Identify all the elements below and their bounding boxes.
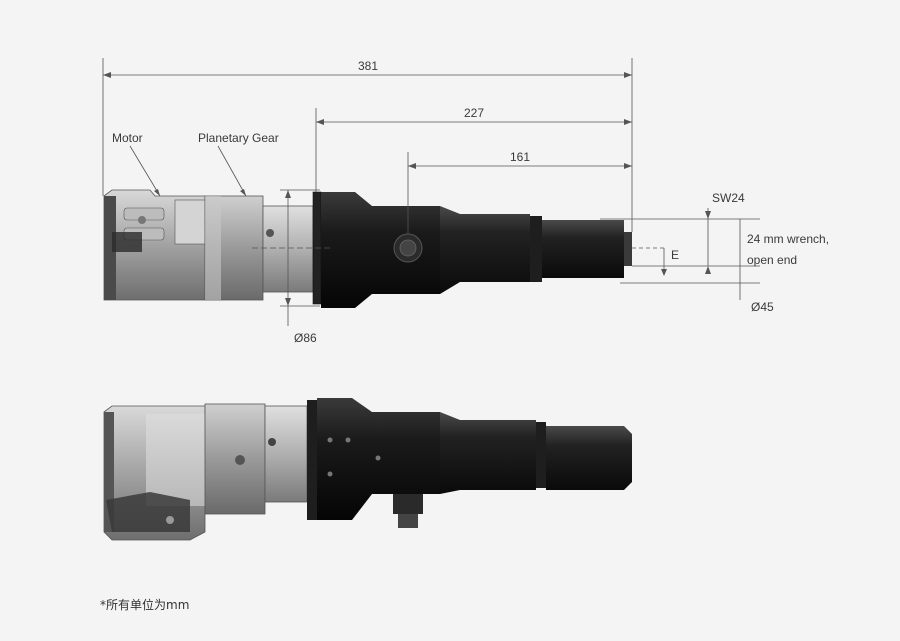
bottom-port-nut (398, 514, 418, 528)
housing-taper-2 (440, 412, 536, 494)
sleeve-ring (530, 216, 542, 282)
collar-screw-icon (266, 229, 274, 237)
top-view (103, 189, 632, 308)
housing-bolt-icon-1 (327, 437, 333, 443)
output-tip (624, 232, 632, 266)
housing-main (321, 192, 440, 308)
sleeve-ring-2 (536, 422, 546, 488)
gear-collar-2 (264, 405, 308, 503)
dim-shaft-diameter: Ø45 (751, 300, 774, 314)
output-sleeve (542, 220, 624, 278)
dim-length-from-flange: 227 (464, 106, 484, 120)
bottom-port-fitting (393, 494, 423, 514)
motor-screw-icon-2 (166, 516, 174, 524)
label-gear: Planetary Gear (198, 131, 279, 145)
motor-flange-part (174, 199, 206, 245)
label-motor: Motor (112, 131, 143, 145)
dimension-lines (102, 58, 760, 326)
housing-bolt-icon-2 (345, 437, 351, 443)
wrench-note-line2: open end (747, 253, 797, 267)
motor-connector-2 (106, 492, 190, 532)
gearbox-face (205, 196, 221, 300)
output-sleeve-2 (546, 426, 632, 490)
dim-length-from-port: 161 (510, 150, 530, 164)
gearbox-screw-icon-2 (235, 455, 245, 465)
dim-offset: E (671, 248, 679, 262)
units-footnote: *所有单位为mm (100, 598, 190, 612)
dim-flange-diameter: Ø86 (294, 331, 317, 345)
port-inner-icon (399, 239, 417, 257)
housing-taper (440, 206, 530, 294)
bottom-view (103, 398, 632, 541)
motor-highlight-2 (146, 414, 205, 506)
dim-wrench-size: SW24 (712, 191, 745, 205)
wrench-note-line1: 24 mm wrench, (747, 232, 829, 246)
dim-overall-length: 381 (358, 59, 378, 73)
motor-screw-icon (138, 216, 146, 224)
housing-bolt-icon-4 (375, 455, 381, 461)
housing-bolt-icon-3 (327, 471, 333, 477)
motor-connector (112, 232, 142, 252)
motor-end-cap (104, 196, 116, 300)
flange-ring-2 (307, 400, 317, 520)
motor-end-cap-2 (104, 412, 114, 532)
collar-screw-icon-2 (268, 438, 276, 446)
gearbox-body-2 (204, 403, 266, 515)
